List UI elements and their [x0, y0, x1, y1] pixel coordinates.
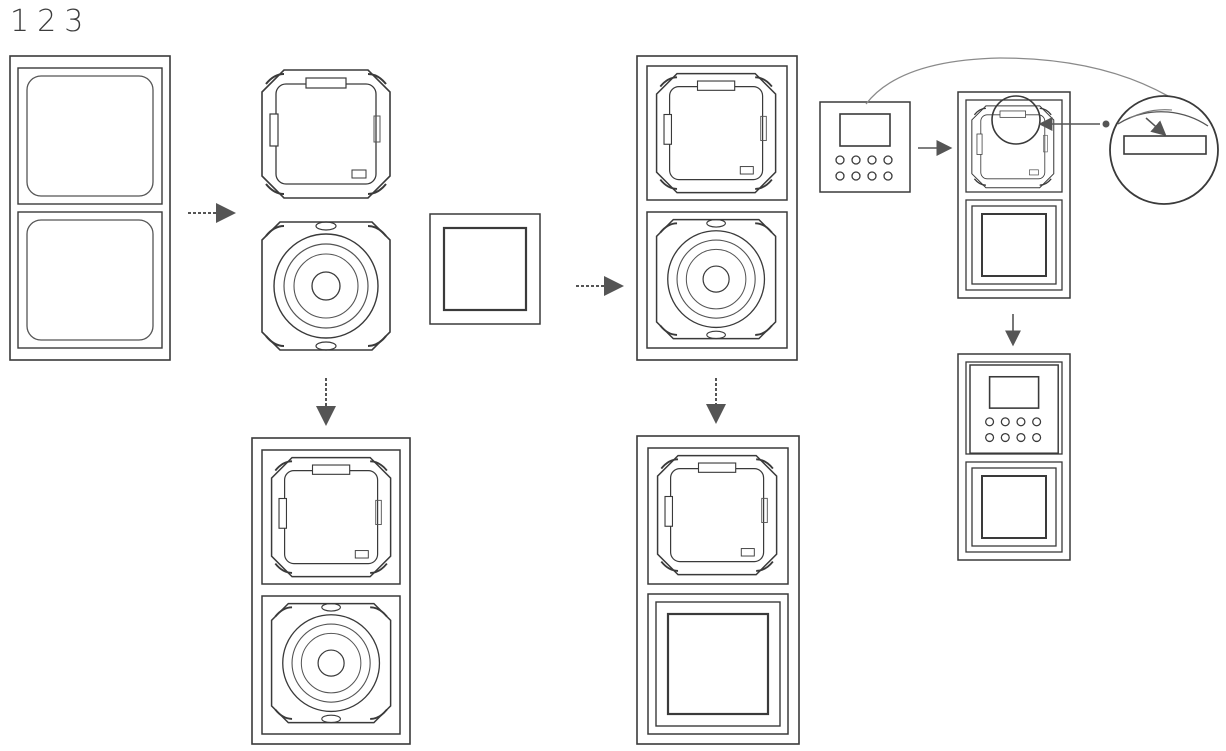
- step-labels: 1 2 3: [10, 4, 83, 39]
- double-frame-with-inserts: [251, 437, 411, 745]
- round-insert: [261, 221, 391, 351]
- step-label-1: 1: [10, 4, 30, 39]
- blank-cover: [428, 212, 542, 326]
- double-frame-inserts-step3: [636, 55, 798, 361]
- connector-curve: [865, 57, 1169, 105]
- thermostat-insert: [261, 69, 391, 199]
- step-label-2: 2: [37, 4, 57, 39]
- double-frame-insert-and-cover: [636, 435, 800, 745]
- double-frame-final-assembly: [957, 353, 1071, 561]
- magnifier-icon: [1109, 95, 1219, 205]
- thermostat-front-module: [819, 101, 911, 193]
- double-frame-module-target: [957, 91, 1071, 299]
- double-frame-empty: [9, 55, 171, 361]
- arrow-icon: [1038, 117, 1110, 131]
- step-label-3: 3: [64, 4, 84, 39]
